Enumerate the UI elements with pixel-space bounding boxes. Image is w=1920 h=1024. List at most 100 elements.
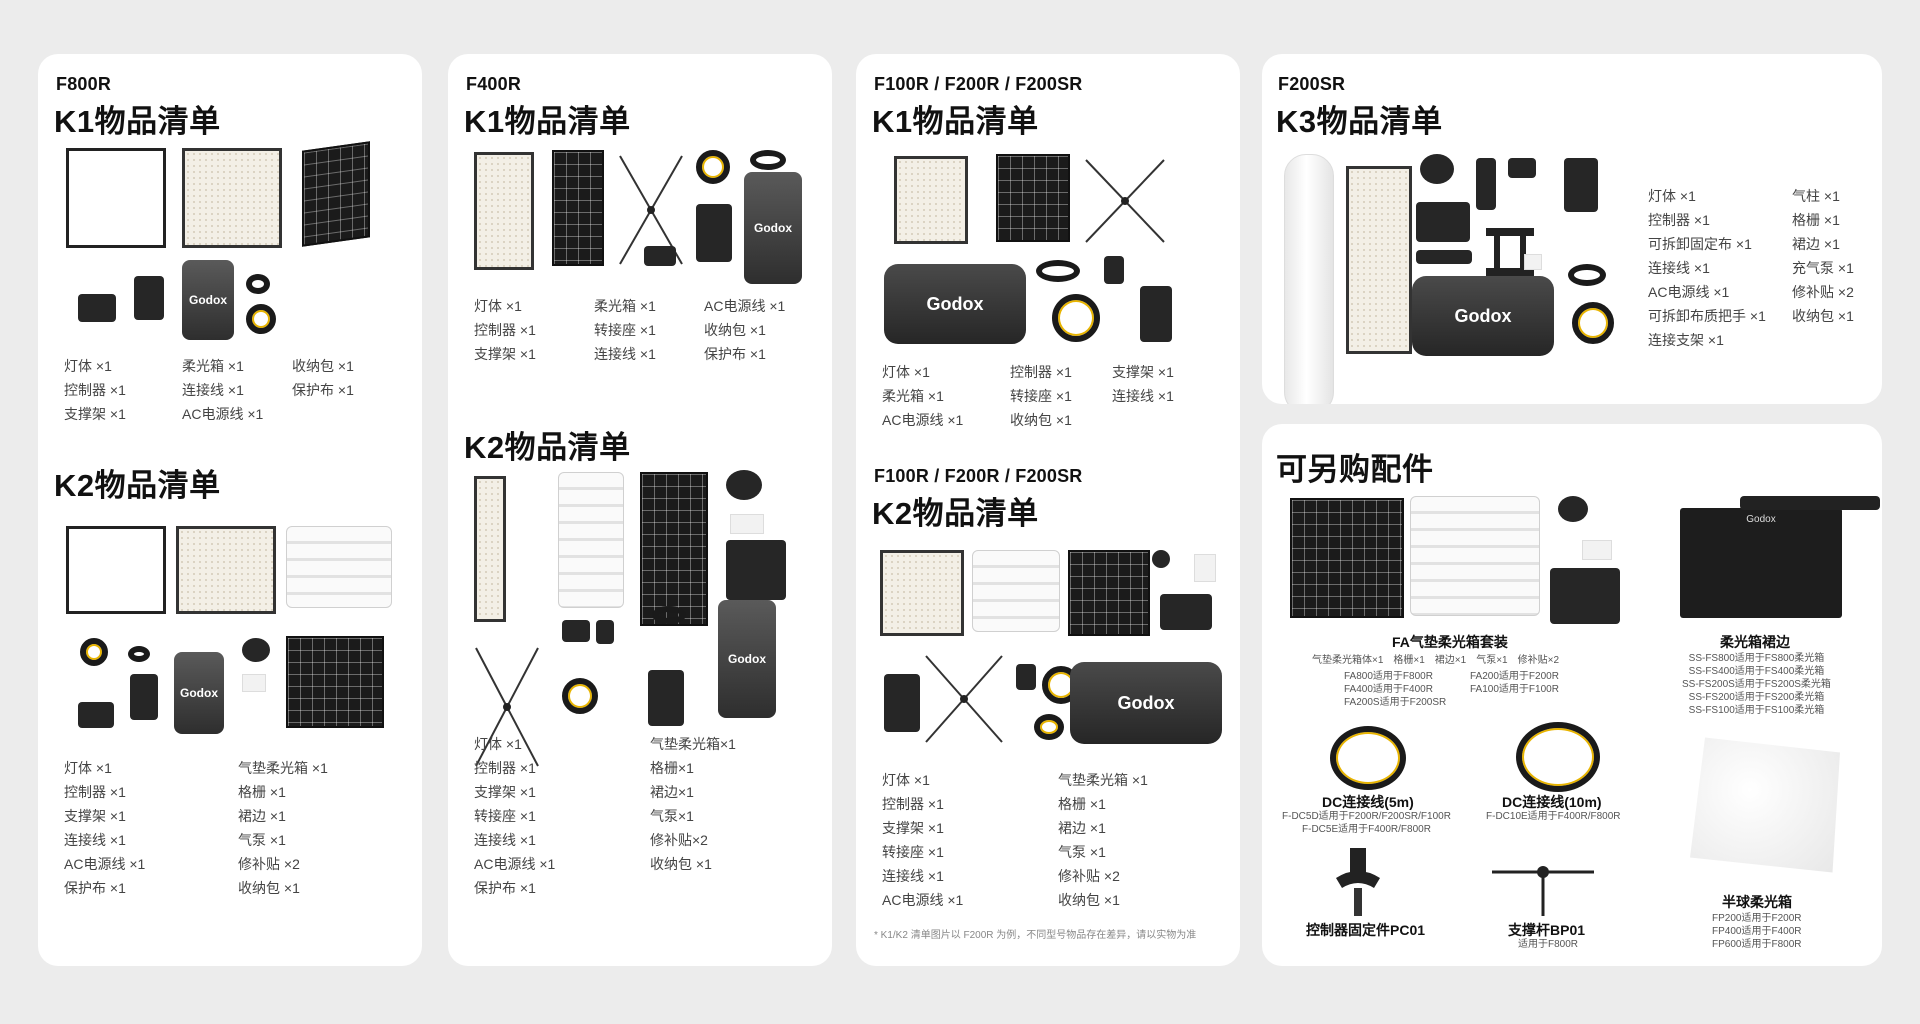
list-item: 柔光箱 ×1 (594, 298, 656, 314)
fa-kit-title: FA气垫柔光箱套装 (1392, 634, 1508, 650)
skirt-model: SS-FS200适用于FS200柔光箱 (1688, 692, 1825, 703)
connecting-cable-image (80, 638, 108, 666)
list-item: 灯体 ×1 (474, 298, 522, 314)
carry-bag-image: Godox (884, 264, 1026, 344)
skirt-model: SS-FS800适用于FS800柔光箱 (1688, 653, 1825, 664)
repair-patch-image (1194, 554, 1216, 582)
light-panel-image (176, 526, 276, 614)
list-item: 灯体 ×1 (882, 772, 930, 788)
list-item: 充气泵 ×1 (1792, 260, 1854, 276)
softbox-grid-image (640, 472, 708, 626)
list-item: 支撑架 ×1 (882, 820, 944, 836)
controller-image (130, 674, 158, 720)
air-pump-image (1420, 154, 1454, 184)
controller-image (1564, 158, 1598, 212)
k2-item-list: 灯体 ×1 气垫柔光箱 ×1 控制器 ×1 格栅 ×1 支撑架 ×1 裙边 ×1… (64, 756, 388, 900)
fa-model: FA800适用于F800R (1344, 671, 1433, 682)
controller-image (134, 276, 164, 320)
list-item: 连接线 ×1 (1648, 260, 1710, 276)
controller-image (884, 674, 920, 732)
list-item: 控制器 ×1 (64, 784, 126, 800)
list-item: 支撑架 ×1 (474, 784, 536, 800)
fa-patch-image (1582, 540, 1612, 560)
footnote: * K1/K2 清单图片以 F200R 为例，不同型号物品存在差异，请以实物为准 (874, 930, 1197, 941)
k2-item-list: 灯体 ×1 气垫柔光箱 ×1 控制器 ×1 格栅 ×1 支撑架 ×1 裙边 ×1… (882, 768, 1208, 912)
list-item: 转接座 ×1 (474, 808, 536, 824)
list-item: 支撑架 ×1 (1112, 364, 1174, 380)
connecting-cable-image (1036, 260, 1080, 282)
list-item: 支撑架 ×1 (474, 346, 536, 362)
mount-adapter-image (1104, 256, 1124, 284)
connecting-cable-image (1034, 714, 1064, 740)
ac-cable-image (696, 150, 730, 184)
list-item (292, 402, 392, 426)
list-item: 修补贴 ×2 (1058, 868, 1120, 884)
dc-cable-5m-model: F-DC5D适用于F200R/F200SR/F100R (1282, 811, 1451, 822)
list-item: 修补贴 ×2 (1792, 284, 1854, 300)
k3-item-list: 灯体 ×1 气柱 ×1 控制器 ×1 格栅 ×1 可拆卸固定布 ×1 裙边 ×1… (1648, 184, 1882, 352)
connecting-cable-image (246, 274, 270, 294)
connecting-cable-image (750, 150, 786, 170)
air-pump-image (726, 470, 762, 500)
card-f400r: F400R K1物品清单 Godox 灯体 ×1 柔光箱 ×1 AC电源线 ×1… (448, 54, 832, 966)
list-item: 格栅 ×1 (1058, 796, 1106, 812)
k1-title: K1物品清单 (872, 104, 1039, 139)
connecting-cable-image (562, 678, 598, 714)
skirt-image (1416, 202, 1470, 242)
dome-title: 半球柔光箱 (1722, 894, 1792, 910)
light-panel-image (474, 152, 534, 270)
boom-arm-image (1740, 496, 1880, 510)
mount-adapter-image (1476, 158, 1496, 210)
list-item: 控制器 ×1 (1010, 364, 1072, 380)
dc-cable-5m-title: DC连接线(5m) (1322, 794, 1414, 810)
list-item: 保护布 ×1 (292, 382, 354, 398)
carry-bag-image: Godox (1070, 662, 1222, 744)
list-item: 柔光箱 ×1 (182, 358, 244, 374)
list-item: 收纳包 ×1 (1792, 308, 1854, 324)
list-item: 连接线 ×1 (1112, 388, 1174, 404)
carry-case-image: Godox (182, 260, 234, 340)
list-item: 收纳包 ×1 (650, 856, 712, 872)
card-f100r-f200r-f200sr: F100R / F200R / F200SR K1物品清单 Godox 灯体 ×… (856, 54, 1240, 966)
fa-grid-image (1290, 498, 1404, 618)
list-item: 转接座 ×1 (594, 322, 656, 338)
list-item: 控制器 ×1 (882, 796, 944, 812)
fa-air-softbox-image (1410, 496, 1540, 616)
dome-model: FP600适用于F800R (1712, 939, 1802, 950)
model-name: F100R / F200R / F200SR (874, 466, 1083, 486)
controller-image (648, 670, 684, 726)
protective-cloth-image (78, 702, 114, 728)
list-item: 灯体 ×1 (1648, 188, 1696, 204)
fa-model: FA200S适用于F200SR (1344, 697, 1447, 708)
list-item: AC电源线 ×1 (882, 412, 964, 428)
list-item: AC电源线 ×1 (64, 856, 146, 872)
list-item: 转接座 ×1 (1010, 388, 1072, 404)
skirt-models: SS-FS800适用于FS800柔光箱 SS-FS400适用于FS400柔光箱 … (1682, 652, 1831, 717)
dome-model: FP400适用于F400R (1712, 926, 1802, 937)
support-frame-image (474, 644, 540, 770)
air-softbox-image (286, 526, 392, 608)
model-name: F800R (56, 74, 112, 94)
fa-skirt-image (1550, 568, 1620, 624)
light-frame-image (66, 148, 166, 248)
controller-clamp-image (1328, 844, 1388, 920)
k2-item-list: 灯体 ×1 气垫柔光箱×1 控制器 ×1 格栅×1 支撑架 ×1 裙边×1 转接… (474, 732, 800, 900)
carry-case-image: Godox (718, 600, 776, 718)
light-panel-image (1346, 166, 1412, 354)
list-item (1792, 328, 1882, 352)
list-item: 气垫柔光箱 ×1 (1058, 772, 1148, 788)
carry-case-image: Godox (174, 652, 224, 734)
list-item: 裙边 ×1 (1058, 820, 1106, 836)
skirt-title: 柔光箱裙边 (1720, 634, 1790, 650)
list-item: 格栅 ×1 (1792, 212, 1840, 228)
controller-image (696, 204, 732, 262)
list-item: 灯体 ×1 (882, 364, 930, 380)
list-item: 控制器 ×1 (474, 322, 536, 338)
list-item: 气泵×1 (650, 808, 694, 824)
list-item: 裙边 ×1 (1792, 236, 1840, 252)
connecting-cable-image (1568, 264, 1606, 286)
list-item: 连接支架 ×1 (1648, 332, 1724, 348)
k1-item-list: 灯体 ×1 控制器 ×1 支撑架 ×1 柔光箱 ×1 转接座 ×1 连接线 ×1… (882, 360, 1212, 432)
skirt-model: SS-FS100适用于FS100柔光箱 (1688, 705, 1825, 716)
list-item: 灯体 ×1 (64, 760, 112, 776)
